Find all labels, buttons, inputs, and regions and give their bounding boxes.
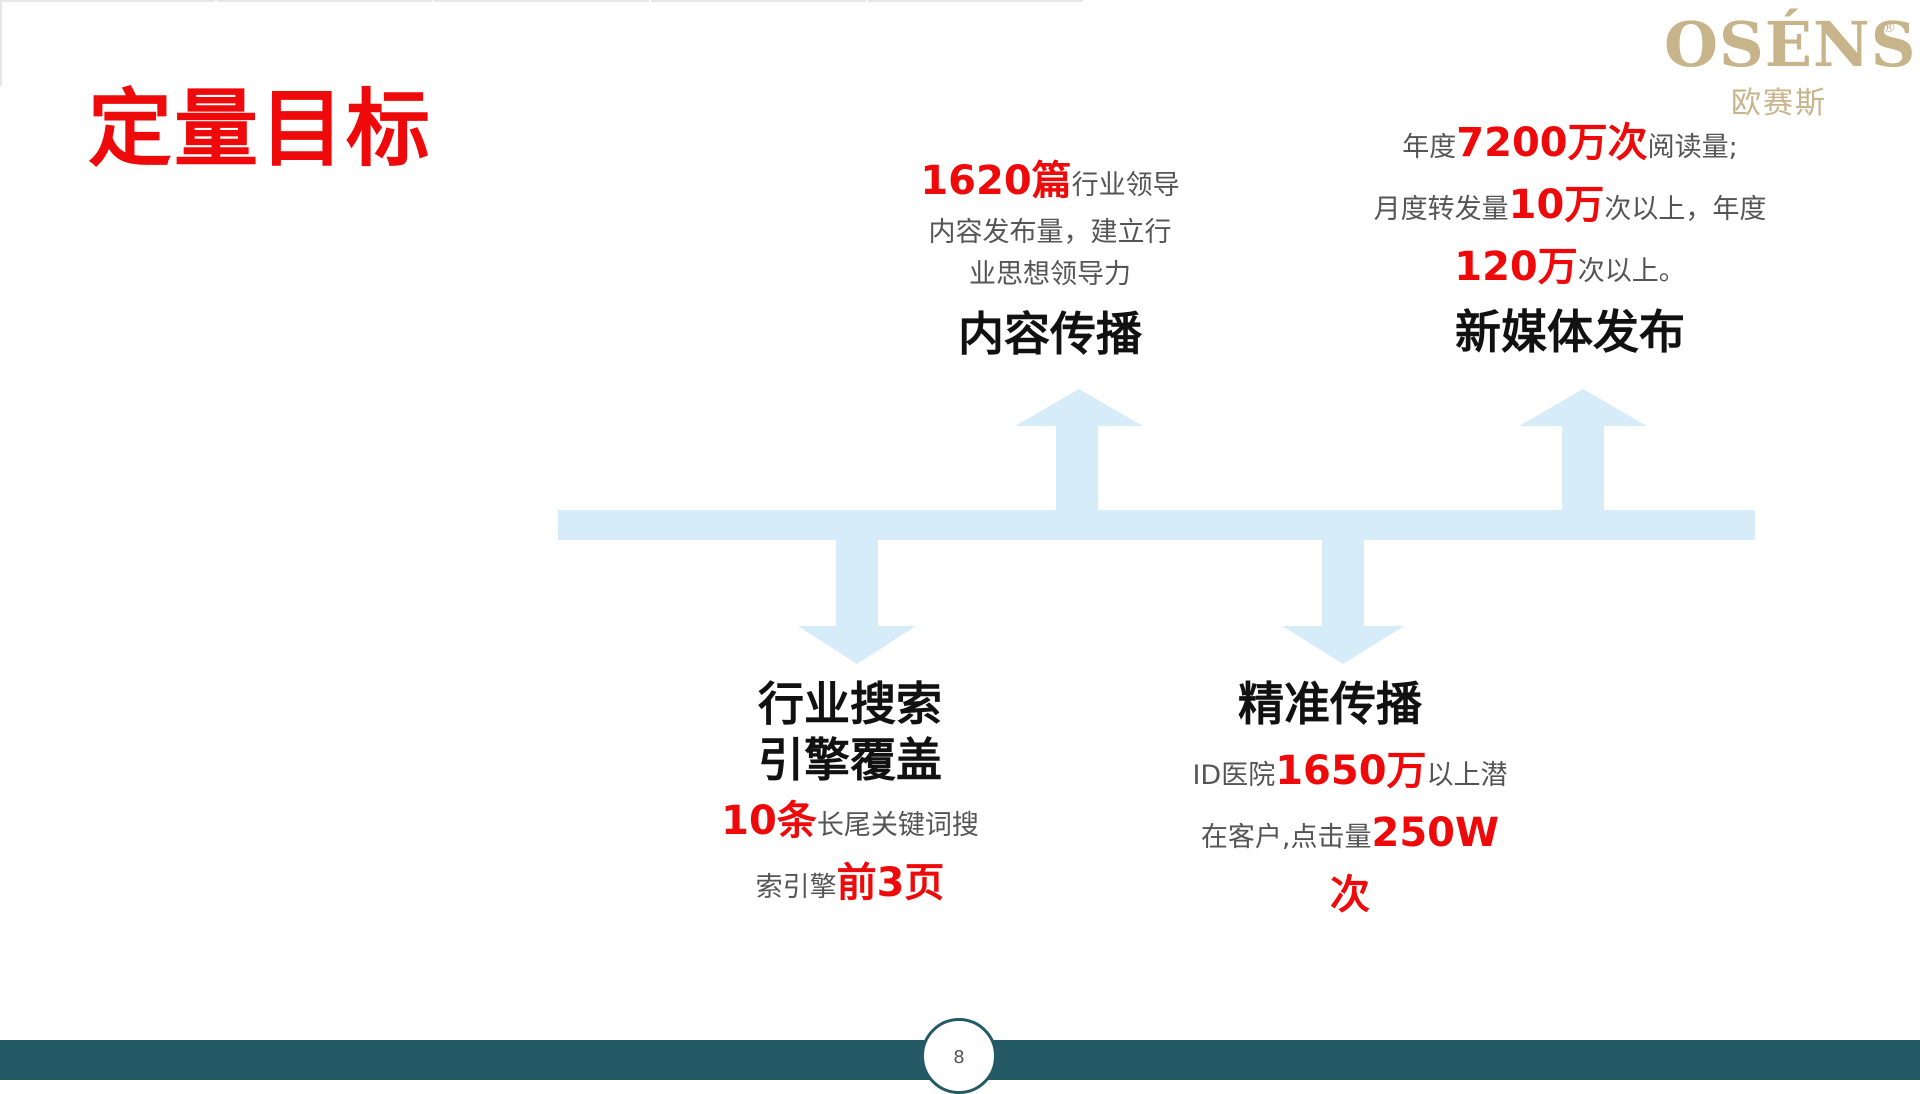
content-line-2: 内容发布量，建立行 xyxy=(928,217,1172,248)
precise-line-3: 次 xyxy=(1330,872,1370,919)
newmedia-heading: 新媒体发布 xyxy=(1455,305,1685,359)
newmedia-line-1: 年度7200万次阅读量; xyxy=(1402,120,1738,166)
search-heading-line-2: 引擎覆盖 xyxy=(758,733,942,788)
search-line-2: 索引擎前3页 xyxy=(755,860,945,907)
stem-search xyxy=(836,530,878,630)
top-strip xyxy=(0,0,1085,2)
arrow-up-newmedia xyxy=(1519,389,1647,426)
content-line-1: 1620篇行业领导 xyxy=(920,158,1180,204)
precise-line-2: 在客户,点击量250W xyxy=(1200,810,1500,857)
content-line-3: 业思想领导力 xyxy=(969,258,1131,290)
page-number: 8 xyxy=(953,1047,965,1068)
page-number-badge: 8 xyxy=(921,1018,997,1094)
content-heading: 内容传播 xyxy=(958,306,1142,361)
left-edge-line xyxy=(0,0,2,86)
precise-line-1: ID医院1650万以上潜 xyxy=(1192,748,1508,795)
logo-wordmark: OSÉNS xyxy=(1664,8,1917,81)
newmedia-line-3: 120万次以上。 xyxy=(1454,244,1686,290)
brand-logo: OSÉNS 欧赛斯 ® xyxy=(1664,8,1917,122)
page-title: 定量目标 xyxy=(88,80,433,178)
newmedia-line-2: 月度转发量10万次以上，年度 xyxy=(1373,182,1767,228)
block-new-media: 年度7200万次阅读量; 月度转发量10万次以上，年度 120万次以上。 新媒体… xyxy=(1330,112,1810,360)
logo-subtitle: 欧赛斯 xyxy=(1731,86,1827,121)
horizontal-trunk xyxy=(558,510,1755,540)
block-precise-spread: 精准传播 ID医院1650万以上潜 在客户,点击量250W 次 xyxy=(1150,676,1550,926)
stem-precise xyxy=(1322,530,1364,630)
block-search-engine: 行业搜索 引擎覆盖 10条长尾关键词搜 索引擎前3页 xyxy=(680,676,1020,914)
arrow-up-content xyxy=(1015,389,1143,426)
block-content-spread: 1620篇行业领导 内容发布量，建立行 业思想领导力 内容传播 xyxy=(880,150,1220,362)
search-line-1: 10条长尾关键词搜 xyxy=(721,798,979,845)
arrow-down-precise xyxy=(1282,626,1404,664)
precise-heading: 精准传播 xyxy=(1238,677,1422,731)
stem-content xyxy=(1056,422,1098,522)
registered-mark: ® xyxy=(1882,20,1896,36)
arrow-down-search xyxy=(798,626,916,664)
stem-newmedia xyxy=(1562,422,1604,522)
search-heading-line-1: 行业搜索 xyxy=(758,677,942,731)
